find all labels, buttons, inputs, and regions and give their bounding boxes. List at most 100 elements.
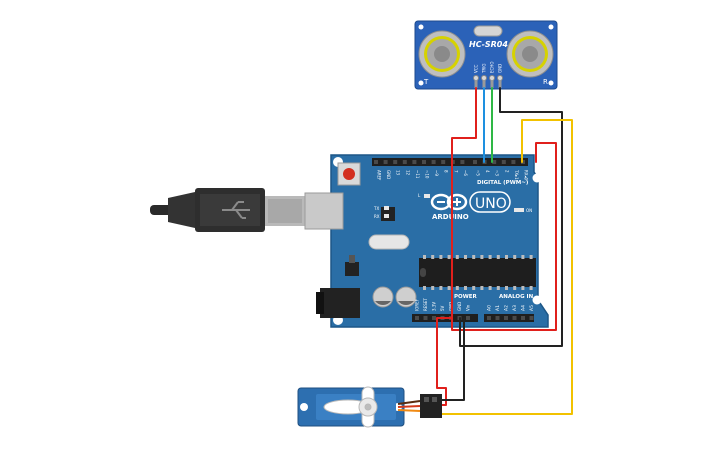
header-pin-hole	[402, 160, 407, 164]
header-pin-hole	[412, 160, 417, 164]
chip-pin	[447, 255, 451, 259]
servo-horn	[323, 386, 378, 428]
usb-strain-relief	[168, 192, 195, 228]
transmitter-mark: T	[423, 78, 429, 86]
servo-connector	[397, 394, 442, 418]
digital-pin-label: ~6	[463, 170, 468, 176]
sensor-model-label: HC-SR04	[469, 40, 508, 49]
header-pin-hole	[374, 160, 378, 164]
header-pin-hole	[492, 160, 497, 164]
analog-pin-label: A0	[487, 305, 493, 311]
digital-header-label: DIGITAL (PWM~)	[477, 180, 529, 186]
chip-pin	[455, 286, 459, 290]
receiver-mark: R	[543, 78, 548, 86]
power-header-label: POWER	[454, 294, 478, 300]
chip-pin	[529, 255, 533, 259]
led-l-label: L	[418, 193, 421, 198]
sensor-pin-lead	[474, 80, 478, 88]
header-pin-hole	[393, 160, 398, 164]
header-pin-hole	[512, 316, 517, 320]
analog-header	[484, 314, 534, 322]
mounting-hole	[548, 24, 554, 30]
header-pin-hole	[431, 160, 436, 164]
analog-pin-label: A4	[521, 305, 527, 311]
atmega-chip	[419, 258, 536, 287]
crystal-oscillator	[368, 234, 410, 250]
power-pin-label: Vin	[466, 304, 471, 311]
digital-pin-label: RX◂0	[524, 170, 529, 181]
analog-header-label: ANALOG IN	[499, 294, 534, 300]
sensor-pin	[481, 75, 487, 81]
digital-pin-label: 2	[504, 170, 509, 173]
chip-pin	[447, 286, 451, 290]
arduino-logo	[430, 193, 468, 211]
chip-pin	[431, 255, 435, 259]
uno-label: UNO	[475, 196, 507, 212]
wire-servo-signal-to-pin2	[438, 119, 573, 415]
digital-pin-label: ~5	[476, 170, 481, 176]
header-pin-hole	[383, 160, 388, 164]
sensor-pin	[489, 75, 495, 81]
wires	[436, 87, 573, 415]
led-rx	[384, 214, 389, 218]
sensor-pin-label: VCC	[474, 64, 479, 73]
chip-pin	[521, 286, 525, 290]
dc-power-jack	[320, 288, 360, 318]
chip-pin	[505, 255, 508, 259]
header-pin-hole	[460, 160, 465, 164]
header-pin-hole	[415, 316, 419, 320]
header-pin-hole	[432, 316, 436, 320]
chip-pin	[488, 255, 492, 259]
power-pin-label: 3.3V	[432, 302, 437, 311]
chip-pin	[496, 255, 500, 259]
digital-pin-label: 8	[444, 170, 449, 173]
arduino-brand: ARDUINO	[432, 213, 469, 221]
chip-pin	[480, 255, 484, 259]
wire-sensor-gnd-to-gnd	[459, 87, 563, 347]
header-pin-hole	[423, 316, 428, 320]
wire-sensor-vcc-to-5v	[451, 87, 557, 331]
header-pin-hole	[511, 160, 516, 164]
led-tx-label: TX	[373, 206, 379, 211]
digital-pin-label: 12	[405, 170, 410, 176]
mounting-hole	[418, 24, 424, 30]
chip-pin	[513, 286, 517, 290]
digital-pin-label: ~3	[495, 170, 500, 176]
power-pin-label: GND	[457, 302, 462, 311]
led-on	[514, 208, 524, 212]
analog-pin-label: A2	[504, 305, 510, 311]
sensor-crystal	[473, 25, 503, 37]
chip-pin	[439, 286, 443, 290]
chip-pin	[464, 286, 467, 290]
header-pin-hole	[521, 316, 525, 320]
sensor-pin	[497, 75, 503, 81]
analog-pin-label: A1	[495, 305, 501, 311]
usb-b-port	[304, 192, 344, 230]
sensor-pin-label: GND	[498, 64, 503, 73]
mounting-hole	[532, 173, 542, 183]
power-pin-label: RESET	[423, 298, 428, 311]
uno-badge	[469, 191, 511, 213]
digital-pin-label: ~11	[415, 170, 420, 179]
chip-pin	[423, 255, 426, 259]
led-tx	[384, 206, 389, 210]
chip-pin	[472, 286, 476, 290]
mounting-hole	[548, 80, 554, 86]
chip-pin	[513, 255, 517, 259]
chip-pin	[529, 286, 533, 290]
usb-cable	[150, 188, 305, 232]
chip-pin	[464, 255, 467, 259]
digital-pin-label: ~10	[425, 170, 430, 179]
usb-icon	[222, 201, 250, 219]
digital-pin-label: 7	[453, 170, 458, 173]
header-pin-hole	[441, 160, 446, 164]
chip-pin	[423, 286, 426, 290]
sensor-pin-lead	[490, 80, 494, 88]
mounting-hole	[418, 80, 424, 86]
chip-pin	[521, 255, 525, 259]
power-pin-label: 5V	[440, 305, 445, 311]
digital-pin-label: 13	[396, 170, 401, 176]
header-pin-hole	[473, 160, 477, 164]
header-pin-hole	[501, 160, 506, 164]
